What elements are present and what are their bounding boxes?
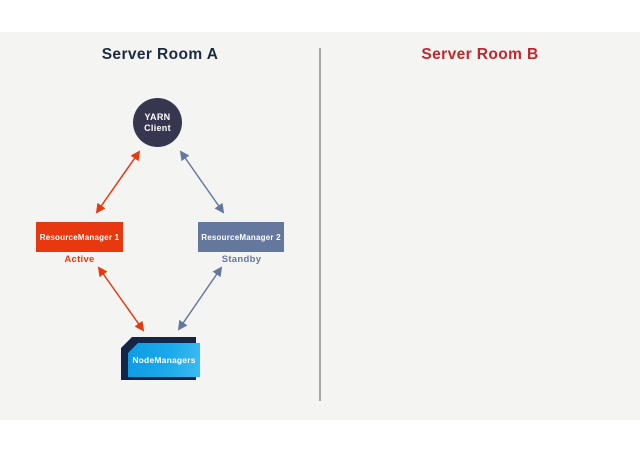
edge-rm2-nodemanagers (177, 266, 223, 331)
room-divider-line (319, 48, 321, 401)
resourcemanager-2-node: ResourceManager 2 (198, 222, 284, 252)
resourcemanager-1-node: ResourceManager 1 (36, 222, 123, 252)
yarn-client-label-line2: Client (144, 122, 171, 133)
edge-rm1-nodemanagers (97, 266, 145, 332)
edge-yarn-client-rm2 (179, 150, 225, 214)
rm2-status-label: Standby (221, 254, 262, 265)
server-room-a-title: Server Room A (101, 46, 219, 63)
edge-yarn-client-rm1 (95, 150, 141, 214)
yarn-client-label-line1: YARN (144, 111, 171, 122)
nodemanagers-node: NodeManagers (121, 337, 201, 380)
nodemanagers-front-layer: NodeManagers (128, 343, 200, 377)
server-room-b-title: Server Room B (421, 46, 539, 63)
yarn-client-node: YARN Client (133, 98, 182, 147)
rm1-status-label: Active (64, 254, 95, 265)
